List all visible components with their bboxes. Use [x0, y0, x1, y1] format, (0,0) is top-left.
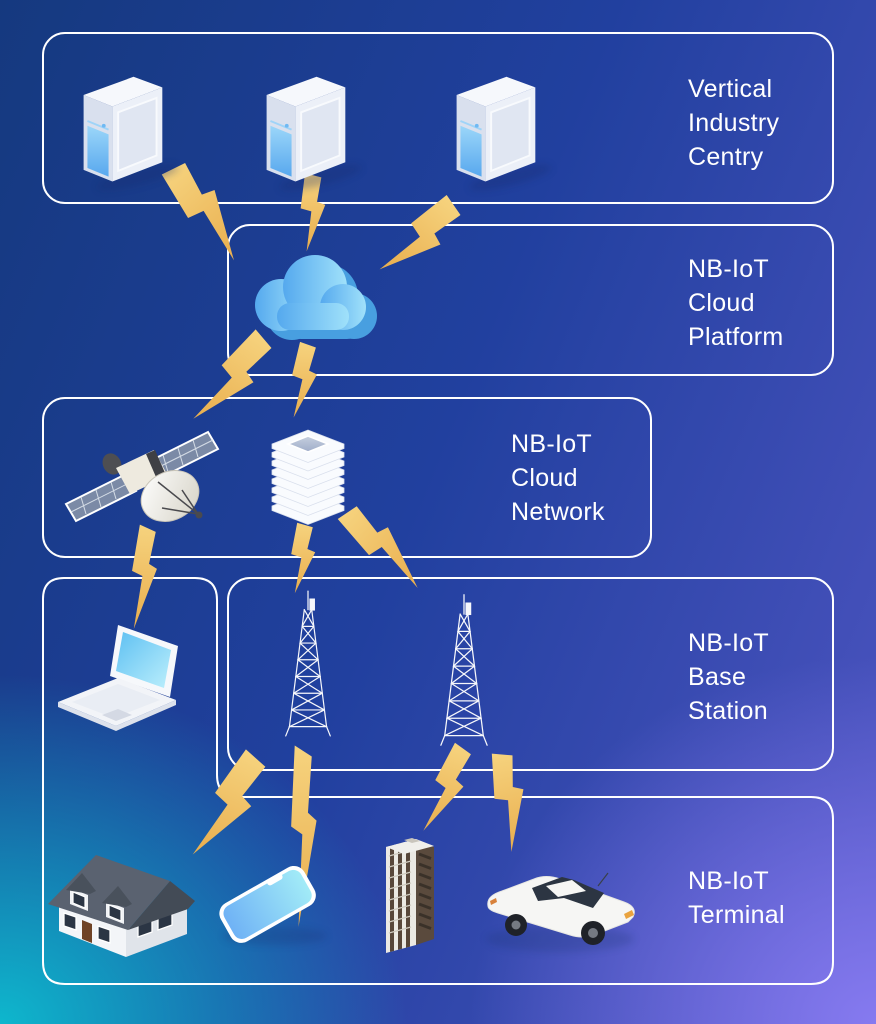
server-tower-icon	[447, 50, 543, 190]
label-line: Base	[688, 663, 747, 691]
label-line: NB-IoT	[511, 430, 592, 458]
smartphone-icon	[219, 865, 327, 945]
house-icon	[48, 855, 195, 957]
cloud-icon	[255, 255, 377, 340]
label-cloud-platform: NB-IoT Cloud Platform	[688, 252, 783, 354]
box-base-station	[227, 577, 834, 771]
label-line: Terminal	[688, 901, 785, 929]
label-line: NB-IoT	[688, 867, 769, 895]
label-base-station: NB-IoT Base Station	[688, 626, 769, 728]
label-line: Platform	[688, 323, 784, 351]
label-line: Network	[511, 498, 605, 526]
cell-tower-icon	[440, 594, 488, 746]
label-line: Industry	[688, 109, 780, 137]
bolt-tower2-building	[419, 740, 476, 839]
label-line: Cloud	[688, 289, 755, 317]
bolt-tower1-house	[187, 745, 273, 869]
laptop-icon	[58, 625, 178, 731]
label-line: Station	[688, 697, 768, 725]
label-vertical-industry-centre: Vertical Industry Centry	[688, 72, 779, 174]
label-line: NB-IoT	[688, 255, 769, 283]
label-line: NB-IoT	[688, 629, 769, 657]
office-building-icon	[386, 838, 434, 953]
cell-tower-icon	[285, 590, 331, 737]
label-terminal: NB-IoT Terminal	[688, 864, 785, 932]
box-cloud-platform	[227, 224, 834, 376]
server-stack-icon	[271, 429, 345, 525]
box-terminal	[42, 577, 834, 985]
bolt-server3-cloud	[375, 189, 468, 290]
label-line: Cloud	[511, 464, 578, 492]
bolt-tower2-car	[484, 748, 537, 853]
server-tower-icon	[74, 50, 170, 190]
label-line: Vertical	[688, 75, 773, 103]
label-line: Centry	[688, 143, 764, 171]
car-icon	[486, 872, 635, 952]
label-cloud-network: NB-IoT Cloud Network	[511, 427, 605, 529]
satellite-icon	[64, 430, 220, 523]
box-cloud-network	[42, 397, 652, 558]
server-tower-icon	[257, 50, 353, 190]
